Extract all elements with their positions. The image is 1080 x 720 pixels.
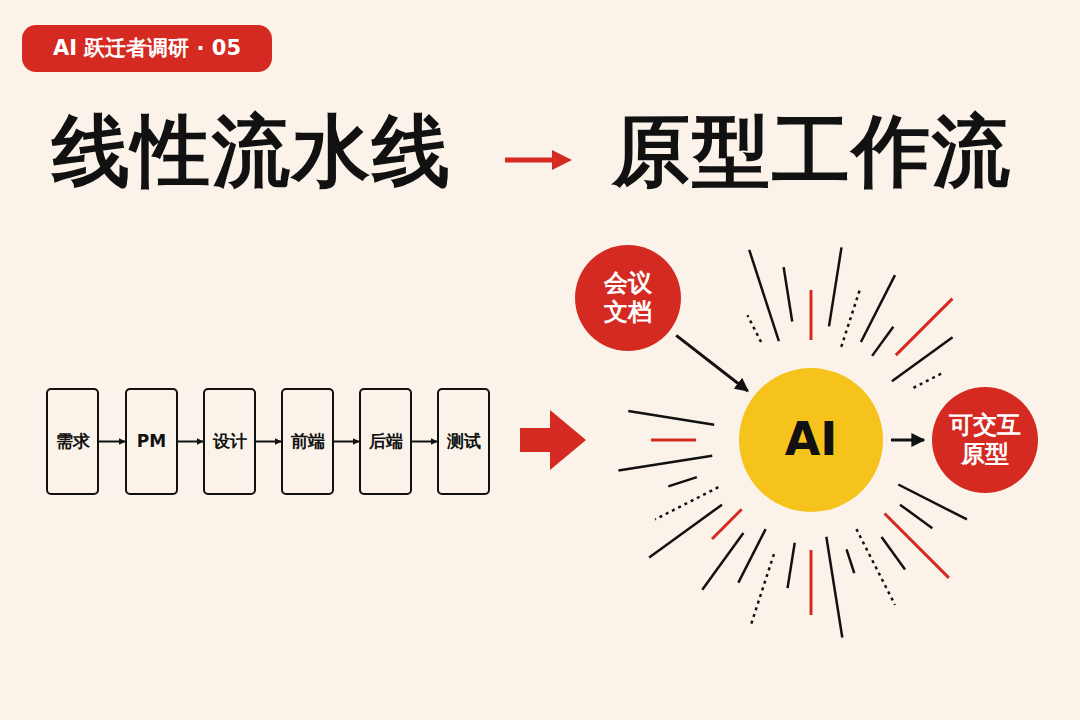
node-label: 测试 [447, 431, 481, 451]
sun-ray [655, 487, 718, 519]
flow-arrow [256, 441, 281, 443]
sun-ray [872, 327, 893, 356]
sun-ray [898, 484, 967, 519]
sun-ray [712, 509, 742, 539]
sun-ray [841, 288, 860, 347]
title-text: 原型工作流 [612, 112, 1012, 190]
process-box: 测试 [437, 388, 490, 495]
node-label: 设计 [213, 431, 247, 451]
sun-ray [788, 543, 795, 588]
sun-ray [628, 411, 714, 425]
node-label: 后端 [369, 431, 403, 451]
title-text: 线性流水线 [52, 112, 452, 190]
sun-ray [651, 439, 696, 442]
transition-arrow [520, 410, 586, 470]
process-box: PM [125, 388, 178, 495]
process-box: 需求 [46, 388, 99, 495]
sun-ray [896, 299, 953, 356]
node-label: 可交互 原型 [943, 411, 1027, 469]
sun-ray [618, 456, 712, 471]
sun-ray [668, 477, 697, 486]
tag-pill: AI 跃迁者调研 · 05 [22, 25, 272, 72]
sun-ray [751, 554, 774, 625]
sun-ray [913, 372, 944, 388]
node-label: AI 跃迁者调研 · 05 [53, 36, 241, 61]
flow-arrow [99, 441, 125, 443]
flow-arrow [178, 441, 203, 443]
sun-ray [829, 247, 842, 326]
sun-ray [702, 533, 743, 590]
sun-ray [649, 505, 722, 558]
flow-arrow [891, 439, 924, 442]
sun-ray [892, 337, 953, 381]
sun-ray [826, 537, 842, 638]
flow-arrow [412, 441, 437, 443]
sun-ray [885, 514, 949, 578]
process-box: 前端 [281, 388, 334, 495]
sun-ray [900, 505, 932, 529]
sun-ray [810, 550, 813, 615]
input-circle: 会议 文档 [575, 245, 681, 351]
node-label: 前端 [291, 431, 325, 451]
node-label: 需求 [56, 431, 90, 451]
output-circle: 可交互 原型 [932, 387, 1038, 493]
node-label: AI [751, 412, 871, 467]
sun-ray [810, 290, 813, 340]
node-label: 会议 文档 [598, 269, 658, 327]
sun-ray [882, 537, 906, 569]
sun-ray [749, 250, 779, 341]
sun-ray [738, 529, 765, 582]
ai-circle: AI [739, 368, 883, 512]
process-box: 设计 [203, 388, 256, 495]
sun-ray [847, 549, 855, 573]
sun-ray [784, 267, 793, 321]
node-label: PM [137, 431, 166, 451]
flow-arrow [334, 441, 359, 443]
title-arrow [505, 150, 572, 170]
sun-ray [856, 529, 895, 605]
flow-arrow [676, 335, 748, 391]
sun-ray [747, 315, 761, 342]
process-box: 后端 [359, 388, 412, 495]
